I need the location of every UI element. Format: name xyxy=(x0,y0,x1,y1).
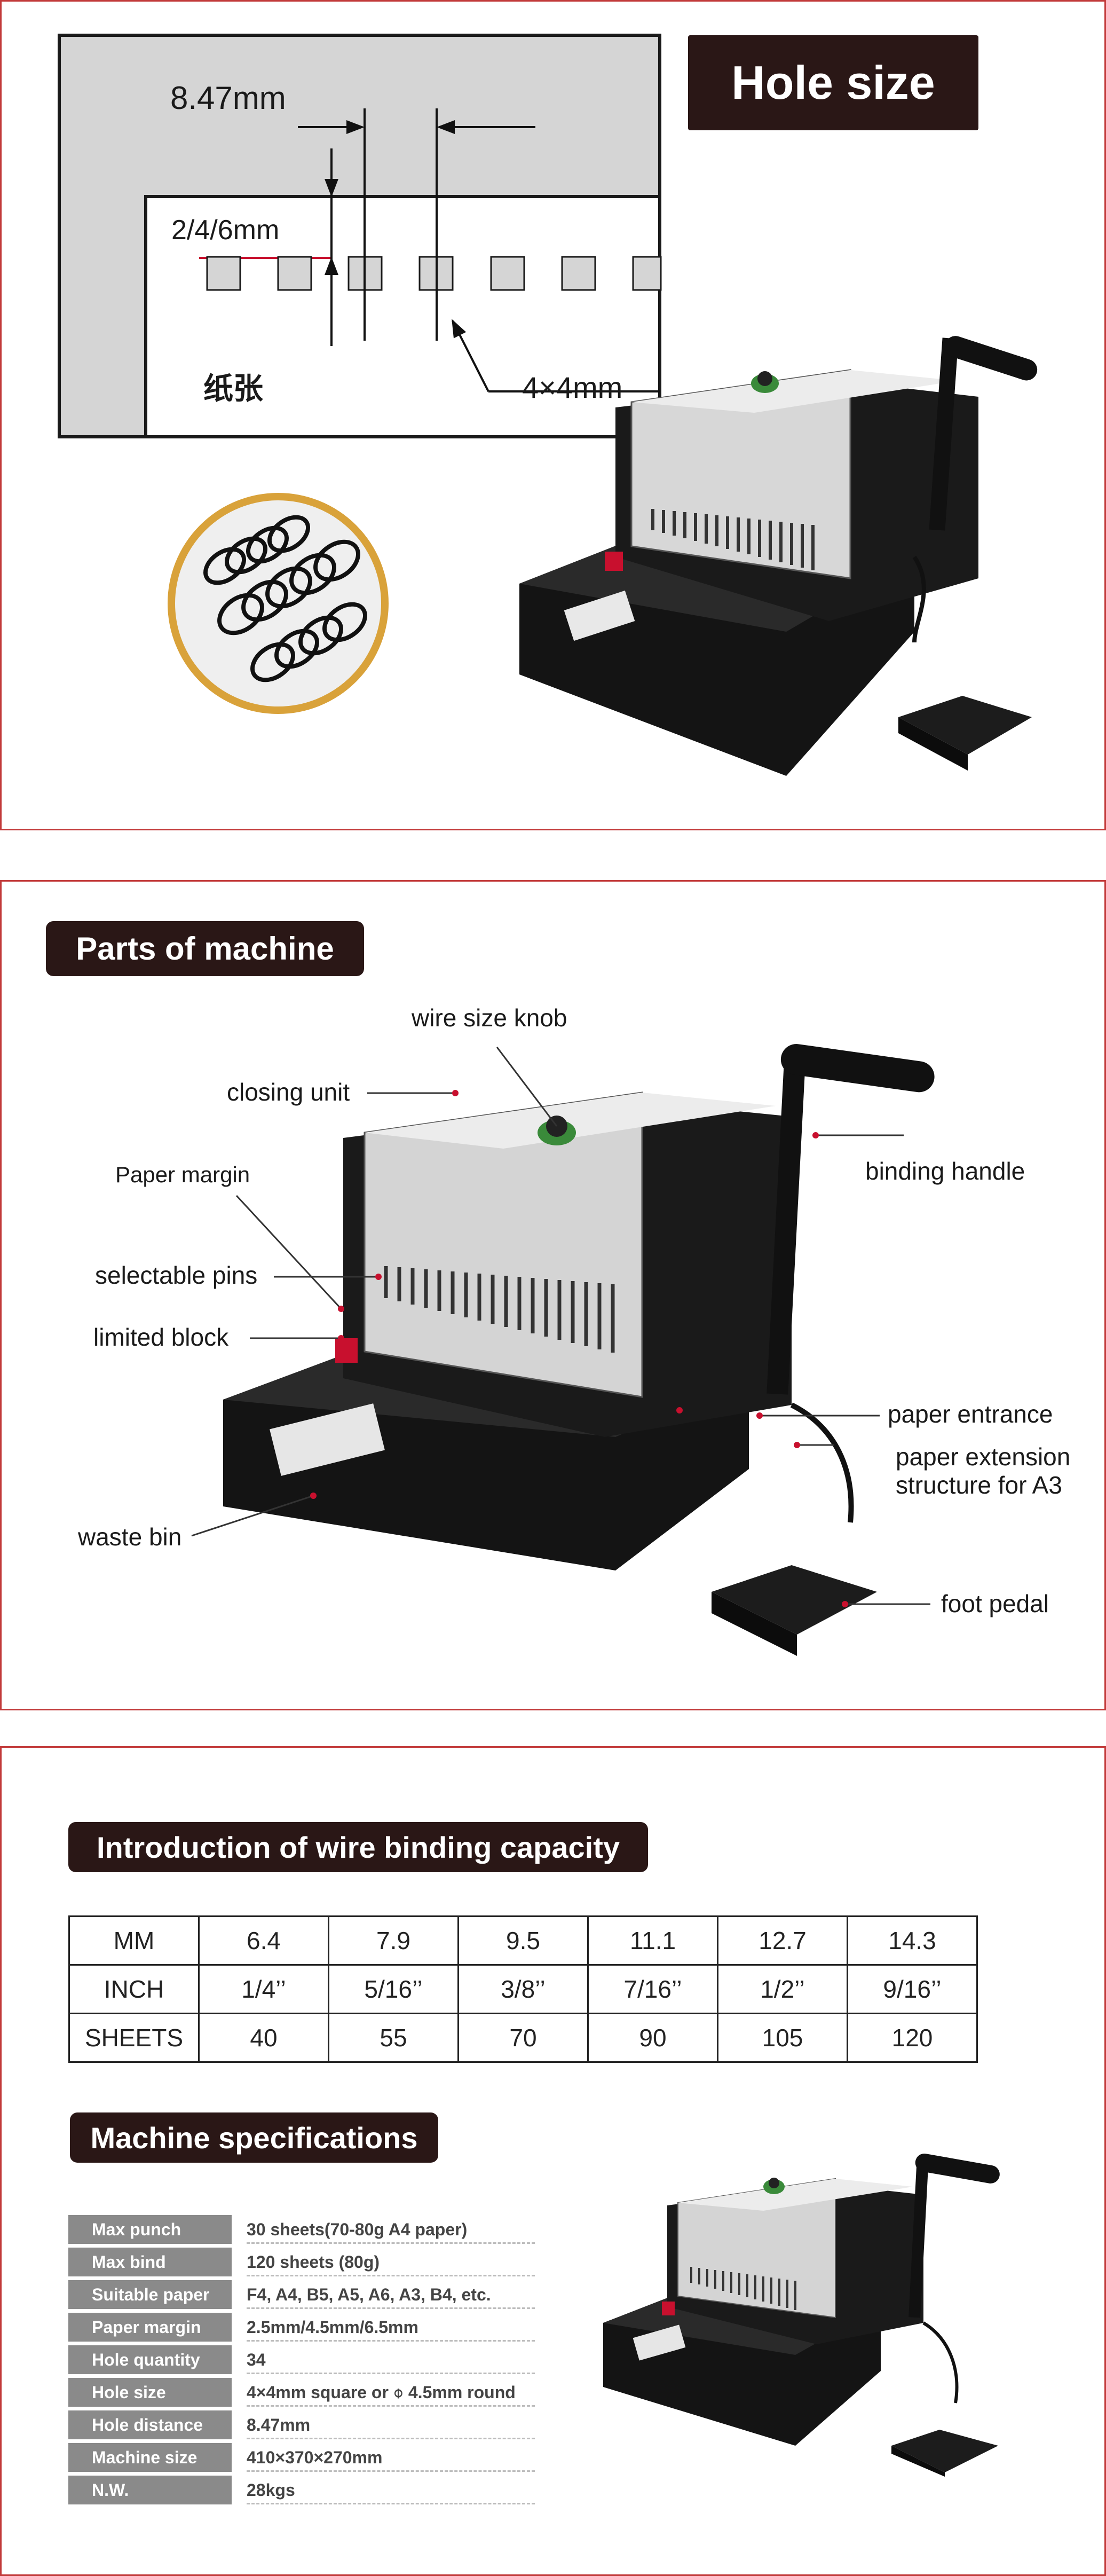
limited-block-label: limited block xyxy=(93,1323,229,1351)
table-cell: 11.1 xyxy=(587,1915,718,1966)
table-row: INCH 1/4’’ 5/16’’ 3/8’’ 7/16’’ 1/2’’ 9/1… xyxy=(68,1964,978,2014)
table-cell: 9/16’’ xyxy=(847,1964,978,2014)
spec-value: 30 sheets(70-80g A4 paper) xyxy=(247,2215,535,2244)
spec-key: Suitable paper xyxy=(68,2280,232,2309)
spec-key: Max punch xyxy=(68,2215,232,2244)
table-cell: 7/16’’ xyxy=(587,1964,718,2014)
table-cell: 90 xyxy=(587,2013,718,2063)
table-cell: SHEETS xyxy=(68,2013,200,2063)
spec-row: Hole distance 8.47mm xyxy=(68,2410,538,2439)
paper-margin-label: Paper margin xyxy=(115,1162,250,1187)
spec-value: F4, A4, B5, A5, A6, A3, B4, etc. xyxy=(247,2280,535,2309)
table-cell: 1/4’’ xyxy=(198,1964,329,2014)
table-cell: 7.9 xyxy=(328,1915,459,1966)
wire-size-knob-label: wire size knob xyxy=(412,1004,567,1032)
table-row: SHEETS 40 55 70 90 105 120 xyxy=(68,2013,978,2063)
table-cell: 12.7 xyxy=(717,1915,848,1966)
hole-dimension-label: 4×4mm xyxy=(522,371,623,404)
binding-handle-label: binding handle xyxy=(865,1157,1025,1185)
spec-key: Hole size xyxy=(68,2378,232,2407)
spec-row: Suitable paper F4, A4, B5, A5, A6, A3, B… xyxy=(68,2280,538,2309)
table-cell: 120 xyxy=(847,2013,978,2063)
hole-size-title: Hole size xyxy=(688,35,978,130)
spec-row: N.W. 28kgs xyxy=(68,2476,538,2504)
spec-row: Hole size 4×4mm square or ⌽ 4.5mm round xyxy=(68,2378,538,2407)
spec-value: 8.47mm xyxy=(247,2410,535,2439)
spec-value: 4×4mm square or ⌽ 4.5mm round xyxy=(247,2378,535,2407)
table-cell: 6.4 xyxy=(198,1915,329,1966)
specs-title: Machine specifications xyxy=(70,2112,438,2163)
spec-key: Max bind xyxy=(68,2248,232,2276)
table-cell: 70 xyxy=(457,2013,589,2063)
wire-coil-image xyxy=(168,493,389,714)
table-cell: 3/8’’ xyxy=(457,1964,589,2014)
table-cell: 9.5 xyxy=(457,1915,589,1966)
binding-machine-small-image xyxy=(603,2153,1000,2477)
table-cell: 5/16’’ xyxy=(328,1964,459,2014)
spec-row: Max bind 120 sheets (80g) xyxy=(68,2248,538,2276)
binding-machine-image xyxy=(519,336,1038,776)
spec-row: Paper margin 2.5mm/4.5mm/6.5mm xyxy=(68,2313,538,2342)
spec-key: Hole distance xyxy=(68,2410,232,2439)
table-cell: 105 xyxy=(717,2013,848,2063)
paper-entrance-label: paper entrance xyxy=(888,1400,1053,1428)
capacity-table: MM 6.4 7.9 9.5 11.1 12.7 14.3 INCH 1/4’’… xyxy=(68,1915,978,2063)
paper-extension-label: paper extension xyxy=(896,1443,1071,1471)
hole-size-diagram xyxy=(58,34,662,438)
paper-extension-label-2: structure for A3 xyxy=(896,1471,1062,1499)
selectable-pins-label: selectable pins xyxy=(95,1261,258,1289)
spec-value: 34 xyxy=(247,2345,535,2374)
foot-pedal-label: foot pedal xyxy=(941,1590,1049,1617)
table-cell: MM xyxy=(68,1915,200,1966)
table-cell: INCH xyxy=(68,1964,200,2014)
spec-value: 2.5mm/4.5mm/6.5mm xyxy=(247,2313,535,2342)
spec-value: 410×370×270mm xyxy=(247,2443,535,2472)
spec-key: Machine size xyxy=(68,2443,232,2472)
capacity-title: Introduction of wire binding capacity xyxy=(68,1822,648,1872)
table-cell: 40 xyxy=(198,2013,329,2063)
spec-row: Max punch 30 sheets(70-80g A4 paper) xyxy=(68,2215,538,2244)
table-row: MM 6.4 7.9 9.5 11.1 12.7 14.3 xyxy=(68,1915,978,1966)
parts-title: Parts of machine xyxy=(46,921,364,976)
table-cell: 55 xyxy=(328,2013,459,2063)
parts-panel: Parts of machine xyxy=(0,880,1106,1710)
paper-label: 纸张 xyxy=(203,372,263,406)
spec-value: 120 sheets (80g) xyxy=(247,2248,535,2276)
spec-key: N.W. xyxy=(68,2476,232,2504)
waste-bin-label: waste bin xyxy=(78,1523,182,1551)
spec-row: Hole quantity 34 xyxy=(68,2345,538,2374)
spec-value: 28kgs xyxy=(247,2476,535,2504)
margin-label: 2/4/6mm xyxy=(171,215,280,246)
table-cell: 14.3 xyxy=(847,1915,978,1966)
table-cell: 1/2’’ xyxy=(717,1964,848,2014)
spec-row: Machine size 410×370×270mm xyxy=(68,2443,538,2472)
spec-key: Paper margin xyxy=(68,2313,232,2342)
pitch-label: 8.47mm xyxy=(170,80,286,116)
spec-key: Hole quantity xyxy=(68,2345,232,2374)
closing-unit-label: closing unit xyxy=(227,1078,350,1106)
parts-diagram xyxy=(191,1044,935,1656)
hole-size-panel: 8.47mm 2/4/6mm 纸张 4×4mm Hole size xyxy=(0,0,1106,830)
